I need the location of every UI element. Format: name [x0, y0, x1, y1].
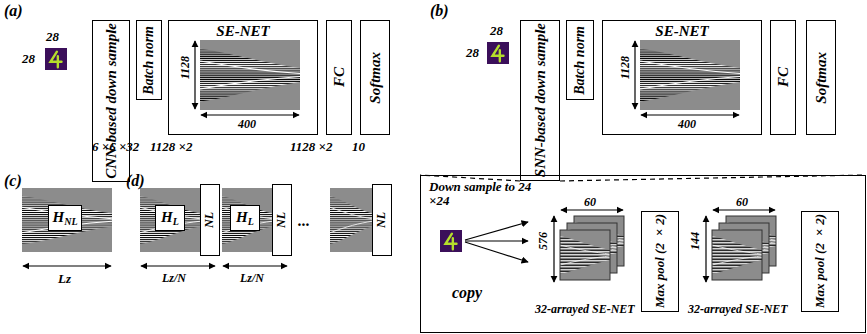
dimension-label: 144	[689, 232, 702, 250]
dimension-label: 28	[46, 30, 59, 44]
panel-label: (d)	[126, 172, 145, 190]
dimension-label: 576	[537, 232, 550, 250]
layer-box: Max pool (2 ×2)	[641, 211, 679, 312]
dimension-label: Lz/N	[240, 272, 264, 285]
panel-label: (c)	[4, 172, 22, 190]
dimension-label: 400	[238, 118, 256, 131]
dimension-label: 1128 ×2	[290, 140, 332, 154]
layer-box: FC	[326, 20, 352, 135]
layer-box: FC	[770, 20, 796, 135]
detail-panel: Down sample to 24 ×24Max pool (2 ×2) Max …	[420, 175, 866, 333]
dimension-label: 400	[678, 118, 696, 131]
layer-box: Softmax	[806, 20, 836, 135]
dimension-label: copy	[452, 284, 482, 302]
dimension-label: 10	[352, 140, 365, 154]
operator-label: HL	[236, 209, 254, 227]
box-label: L	[248, 216, 254, 227]
box-label: Batch norm	[141, 26, 156, 95]
dimension-label: 6 ×6 ×32	[92, 140, 139, 154]
box-label: SE-NET	[216, 21, 269, 40]
box-label: NL	[203, 212, 216, 228]
operator-label: HNL	[52, 209, 77, 227]
box-label: SE-NET	[655, 21, 708, 40]
box-label: NL	[64, 216, 77, 227]
layer-box: Max pool (2 ×2)	[801, 211, 839, 312]
dimension-label: 1128 ×2	[150, 140, 192, 154]
box-label: SNN-based down sample	[532, 23, 549, 177]
layer-box: Batch norm	[136, 20, 162, 100]
dimension-label: 28	[490, 24, 503, 38]
dimension-label: Lz	[58, 272, 71, 286]
box-label: FC	[331, 67, 348, 87]
dimension-label: Lz/N	[162, 272, 186, 285]
box-label: H	[161, 209, 173, 225]
dimension-label: 1128	[179, 56, 192, 79]
dimension-label: 60	[584, 196, 596, 209]
layer-box: Batch norm	[566, 20, 594, 100]
box-label: Max pool (2 ×2)	[813, 214, 827, 308]
box-label: Max pool (2 ×2)	[653, 214, 667, 308]
operator-label: HL	[161, 209, 179, 227]
box-label: H	[236, 209, 248, 225]
box-label: Down sample to 24 ×24	[429, 180, 539, 209]
box-label: Softmax	[367, 52, 384, 104]
layer-box: NL	[200, 184, 220, 256]
box-label: Batch norm	[572, 26, 587, 95]
layer-box: HL	[230, 205, 260, 231]
layer-box: NL	[372, 184, 392, 256]
dimension-label: 1128	[619, 56, 632, 79]
dimension-label: ...	[298, 212, 310, 230]
layer-box: CNN-based down sample	[92, 20, 130, 182]
dimension-label: 32-arrayed SE-NET	[688, 303, 788, 316]
box-label: L	[173, 216, 179, 227]
box-label: NL	[375, 212, 388, 228]
panel-label: (a)	[4, 2, 23, 20]
layer-box: HL	[155, 205, 185, 231]
box-label: H	[52, 209, 64, 225]
dimension-label: 60	[736, 196, 748, 209]
layer-box: NL	[272, 184, 292, 256]
box-label: Softmax	[813, 52, 830, 104]
box-label: NL	[275, 212, 288, 228]
layer-box: HNL	[48, 205, 82, 231]
dimension-label: 32-arrayed SE-NET	[535, 303, 635, 316]
panel-label: (b)	[430, 2, 449, 20]
box-label: CNN-based down sample	[103, 23, 120, 179]
layer-box: SNN-based down sample	[520, 20, 560, 181]
box-label: FC	[775, 67, 792, 87]
layer-box: Softmax	[360, 20, 390, 135]
dimension-label: 28	[466, 46, 479, 60]
dimension-label: 28	[22, 52, 35, 66]
